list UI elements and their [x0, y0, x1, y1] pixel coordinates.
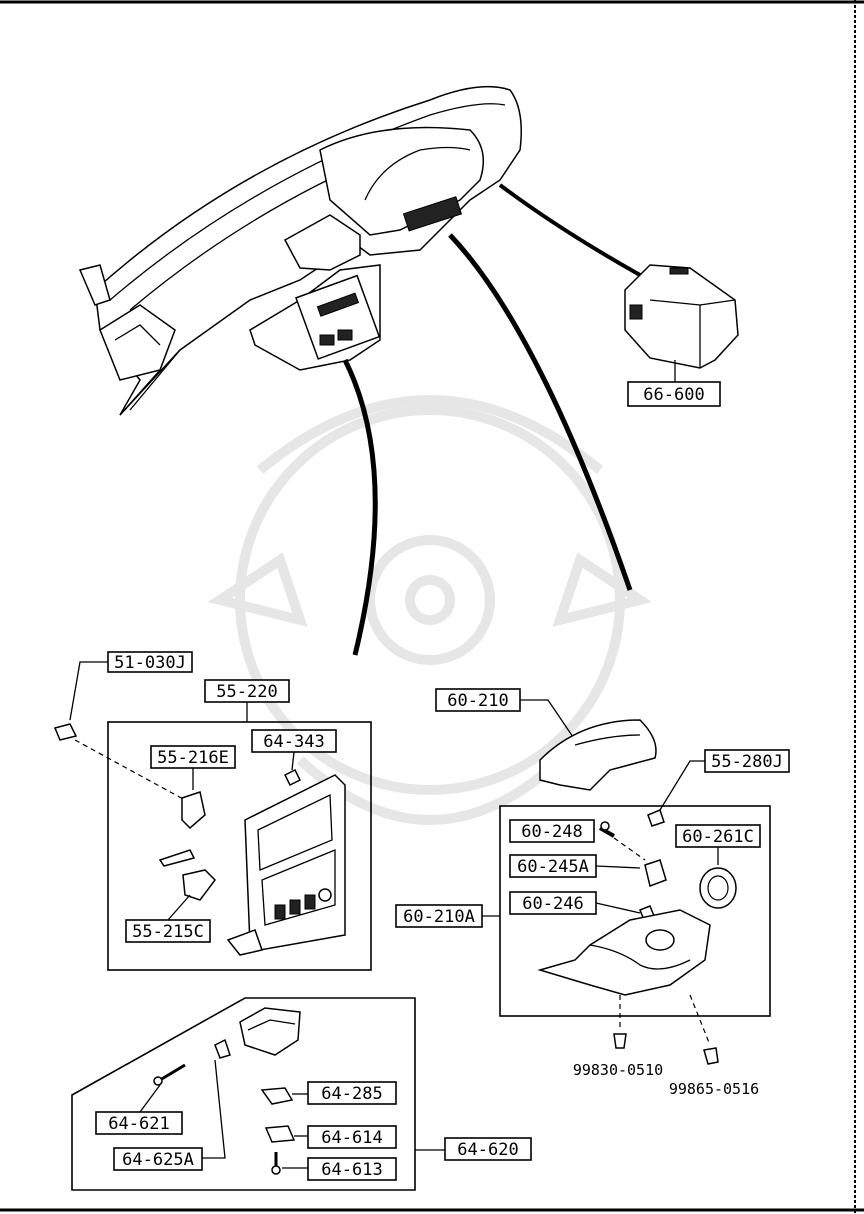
leader-60-246 [595, 902, 641, 914]
leader-curve-66-600 [498, 183, 641, 277]
label-60-248: 60-248 [509, 819, 595, 843]
dashed-99865 [689, 994, 711, 1046]
group-frame-60-210A [499, 805, 771, 1017]
svg-text:64-614: 64-614 [321, 1128, 382, 1148]
group-frame-64-620 [71, 997, 416, 1191]
svg-text:60-261C: 60-261C [682, 827, 754, 847]
svg-text:64-343: 64-343 [263, 732, 324, 752]
group-frame-55-220 [107, 721, 372, 971]
label-64-343: 64-343 [251, 729, 337, 753]
label-55-216E: 55-216E [150, 745, 236, 769]
part-60-261C-ring [699, 867, 737, 909]
part-64-613-screw [271, 1152, 281, 1175]
svg-text:60-248: 60-248 [521, 822, 582, 842]
svg-text:60-210: 60-210 [447, 691, 508, 711]
svg-text:51-030J: 51-030J [114, 653, 186, 673]
svg-text:66-600: 66-600 [643, 385, 704, 405]
svg-text:64-613: 64-613 [321, 1160, 382, 1180]
label-64-625A: 64-625A [113, 1147, 203, 1171]
svg-text:60-245A: 60-245A [517, 857, 589, 877]
label-55-220: 55-220 [204, 679, 290, 703]
part-60-248-screw [599, 821, 615, 838]
label-99830-0510: 99830-0510 [573, 1061, 663, 1079]
svg-text:64-625A: 64-625A [122, 1150, 194, 1170]
leader-curve-55-220 [342, 358, 378, 656]
label-66-600: 66-600 [627, 381, 721, 407]
leader-60-210 [520, 699, 576, 741]
svg-text:55-280J: 55-280J [711, 752, 783, 772]
leader-64-343 [291, 751, 295, 771]
label-99865-0516: 99865-0516 [669, 1080, 759, 1098]
label-64-613: 64-613 [307, 1157, 397, 1181]
watermark-emblem [207, 395, 653, 825]
label-60-210A: 60-210A [395, 904, 483, 928]
svg-text:60-246: 60-246 [522, 894, 583, 914]
svg-text:64-620: 64-620 [457, 1140, 518, 1160]
leader-60-245A [595, 865, 641, 869]
part-55-215C [158, 849, 216, 901]
svg-text:55-216E: 55-216E [157, 748, 229, 768]
svg-text:55-215C: 55-215C [132, 922, 204, 942]
label-60-261C: 60-261C [675, 824, 761, 848]
label-60-245A: 60-245A [509, 854, 597, 878]
label-64-285: 64-285 [307, 1081, 397, 1105]
leader-55-215C [167, 894, 191, 921]
part-64-625A-clip [214, 1038, 231, 1059]
part-64-614 [264, 1125, 296, 1143]
dashed-60-248 [613, 837, 646, 861]
part-64-343 [283, 768, 302, 787]
leader-curve-60-210 [448, 233, 633, 591]
part-55-216E [181, 791, 206, 830]
svg-text:64-285: 64-285 [321, 1084, 382, 1104]
part-60-210-upper-cover [539, 719, 657, 791]
label-60-210: 60-210 [435, 688, 521, 712]
svg-text:60-210A: 60-210A [403, 907, 475, 927]
part-51-030J-bulb [53, 723, 78, 741]
leader-64-621 [139, 1084, 161, 1113]
dashboard-assembly-illustration [78, 85, 522, 416]
label-55-280J: 55-280J [704, 749, 790, 773]
leader-64-625A [202, 1059, 226, 1159]
part-99830-0510-screw [613, 1033, 627, 1049]
part-64-621-screw [153, 1063, 186, 1086]
leader-55-280J [659, 760, 705, 811]
part-66-600-illustration [624, 264, 739, 369]
label-64-621: 64-621 [95, 1111, 183, 1135]
part-64-620-box [239, 1007, 301, 1056]
dashed-51-030J [74, 739, 186, 801]
part-55-280J [647, 808, 665, 827]
part-99865-0516-screw [703, 1047, 719, 1065]
label-55-215C: 55-215C [125, 919, 211, 943]
label-51-030J: 51-030J [107, 651, 193, 673]
part-60-245A [644, 859, 667, 888]
part-center-panel-bezel [226, 774, 346, 956]
part-64-285 [260, 1087, 294, 1105]
svg-text:64-621: 64-621 [108, 1114, 169, 1134]
part-60-210A-lower-cover [537, 909, 711, 996]
label-64-620: 64-620 [444, 1137, 532, 1161]
svg-text:55-220: 55-220 [216, 682, 277, 702]
leader-51-030J [69, 661, 108, 721]
label-64-614: 64-614 [307, 1125, 397, 1149]
label-60-246: 60-246 [509, 891, 597, 915]
